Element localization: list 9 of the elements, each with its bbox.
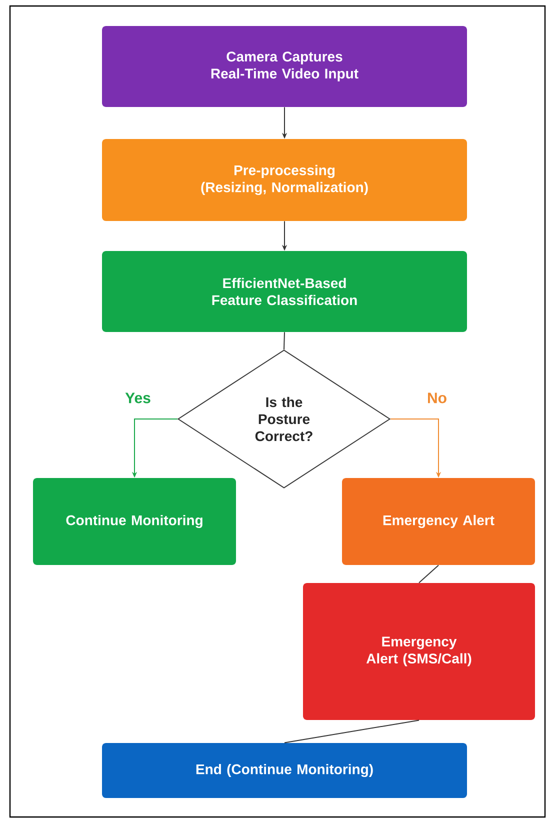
edge-label: No: [426, 392, 448, 404]
process-box: Continue Monitoring: [33, 478, 236, 565]
process-box: Camera Captures Real-Time Video Input: [102, 26, 467, 107]
process-box: EfficientNet-Based Feature Classification: [102, 251, 467, 332]
process-box: Pre-processing (Resizing, Normalization): [102, 139, 467, 221]
process-box: Emergency Alert (SMS/Call): [303, 583, 535, 720]
process-box: Emergency Alert: [342, 478, 535, 565]
edge-label: Yes: [124, 392, 152, 404]
process-box: End (Continue Monitoring): [102, 743, 467, 798]
